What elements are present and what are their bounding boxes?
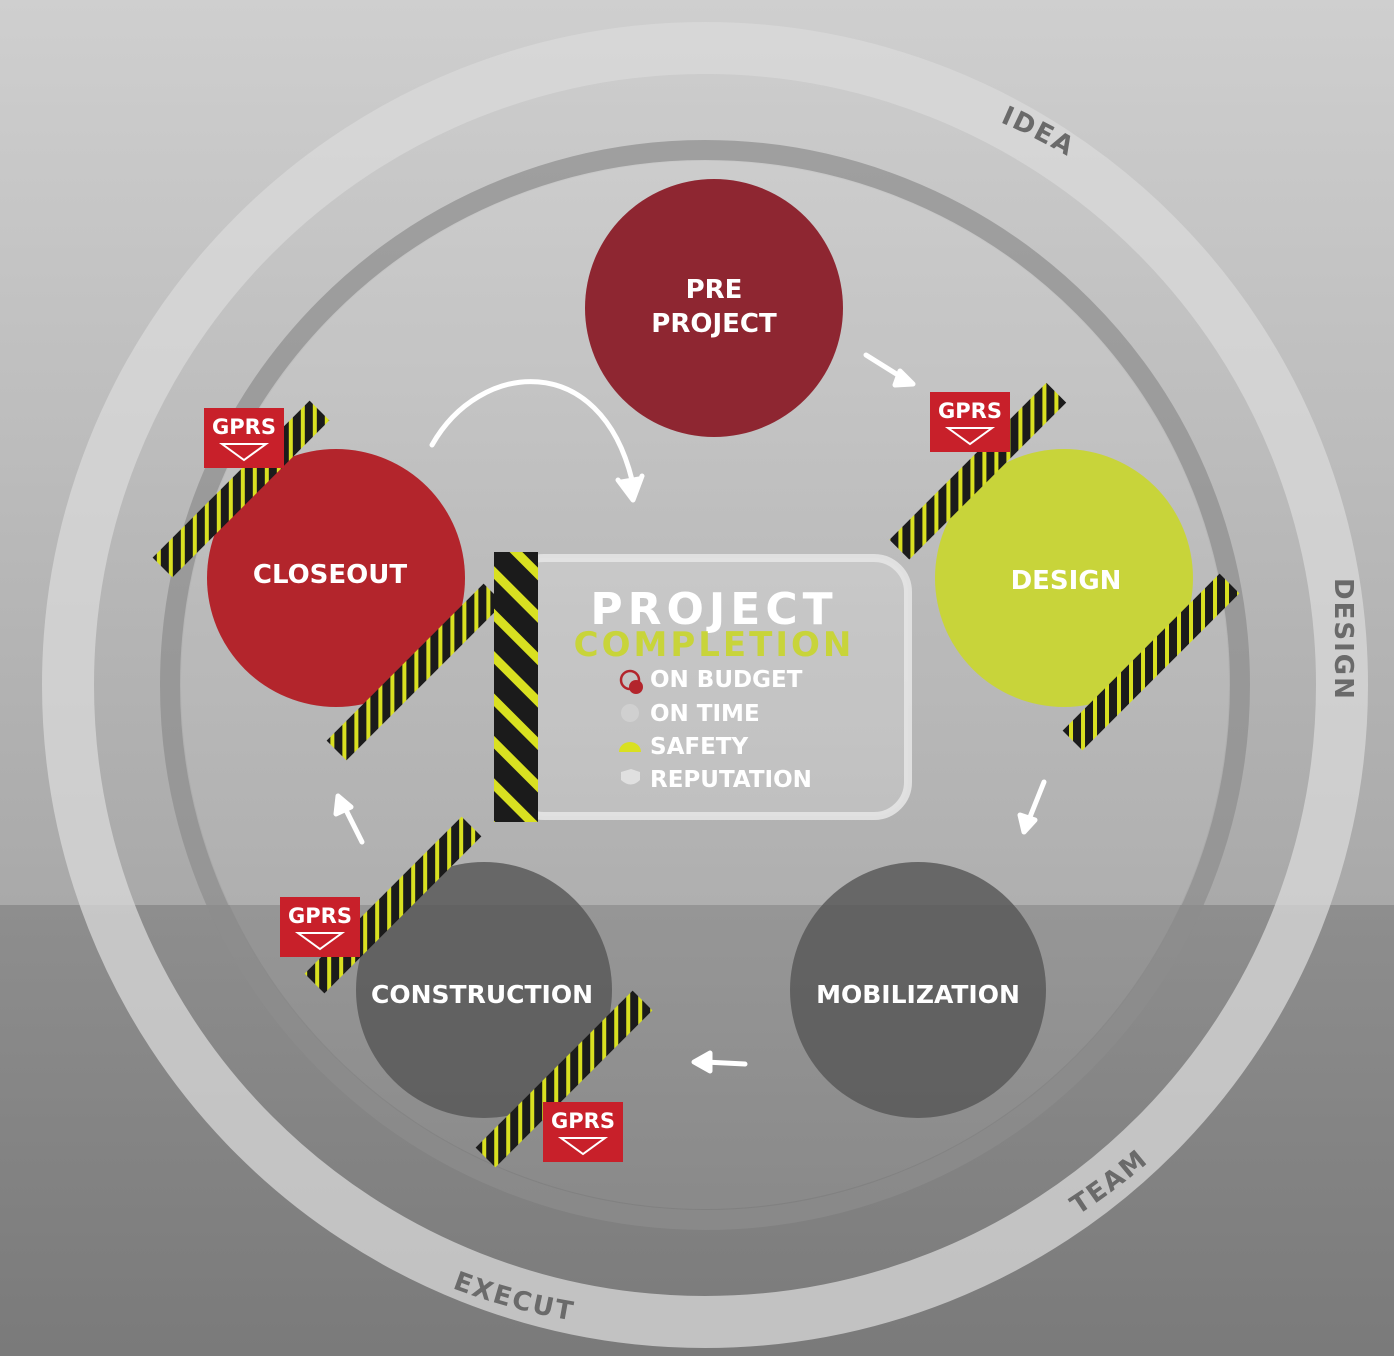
arrow-design-to-mobilization-icon [1017,779,1047,835]
stage-pre-project-label-line2: PROJECT [651,309,777,339]
shield-icon [621,769,640,785]
project-completion-panel: PROJECT COMPLETION ON BUDGET ON TIME SAF… [494,552,912,822]
stage-construction-label: CONSTRUCTION [371,980,593,1009]
hazard-post [494,552,538,822]
svg-text:GPRS: GPRS [288,904,352,928]
svg-text:GPRS: GPRS [212,415,276,439]
panel-subtitle: COMPLETION [574,625,855,665]
item-safety: SAFETY [650,734,748,760]
arrow-mobilization-to-construction-icon [691,1050,748,1074]
budget-icon [619,669,643,694]
hazard-bar-closeout-top [152,400,330,578]
hazard-bar-design-top [889,382,1067,560]
stage-mobilization-label: MOBILIZATION [816,980,1020,1009]
gprs-badge-construction-top: GPRS [280,897,360,957]
outer-ring [42,22,1368,1348]
stage-pre-project: PRE PROJECT [585,179,843,437]
arrow-curved-to-center-icon [429,379,645,503]
stage-closeout: CLOSEOUT [207,449,465,707]
inner-ring [160,140,1250,1230]
panel-title: PROJECT [590,584,837,635]
item-reputation: REPUTATION [650,767,812,793]
stage-mobilization: MOBILIZATION [790,862,1046,1118]
hazard-bar-design-bottom [1062,573,1240,751]
gprs-badge-design: GPRS [930,392,1010,452]
gprs-badge-closeout: GPRS [204,408,284,468]
ring-label-design: DESIGN [1328,578,1358,701]
stage-pre-project-label-line1: PRE [686,275,743,305]
item-on-budget: ON BUDGET [650,667,803,693]
stage-design: DESIGN [935,449,1193,707]
stage-construction: CONSTRUCTION [356,862,612,1118]
clock-icon [621,704,639,722]
svg-text:GPRS: GPRS [551,1109,615,1133]
stage-design-label: DESIGN [1011,566,1122,596]
svg-text:GPRS: GPRS [938,399,1002,423]
hazard-bar-closeout-bottom [326,583,504,761]
item-on-time: ON TIME [650,701,760,727]
hardhat-icon [619,742,641,752]
gprs-badge-construction-bottom: GPRS [543,1102,623,1162]
arrow-preproject-to-design-icon [863,352,916,388]
arrow-construction-to-closeout-icon [333,793,365,845]
hazard-bar-construction-bottom [475,990,653,1168]
stage-closeout-label: CLOSEOUT [253,560,408,590]
